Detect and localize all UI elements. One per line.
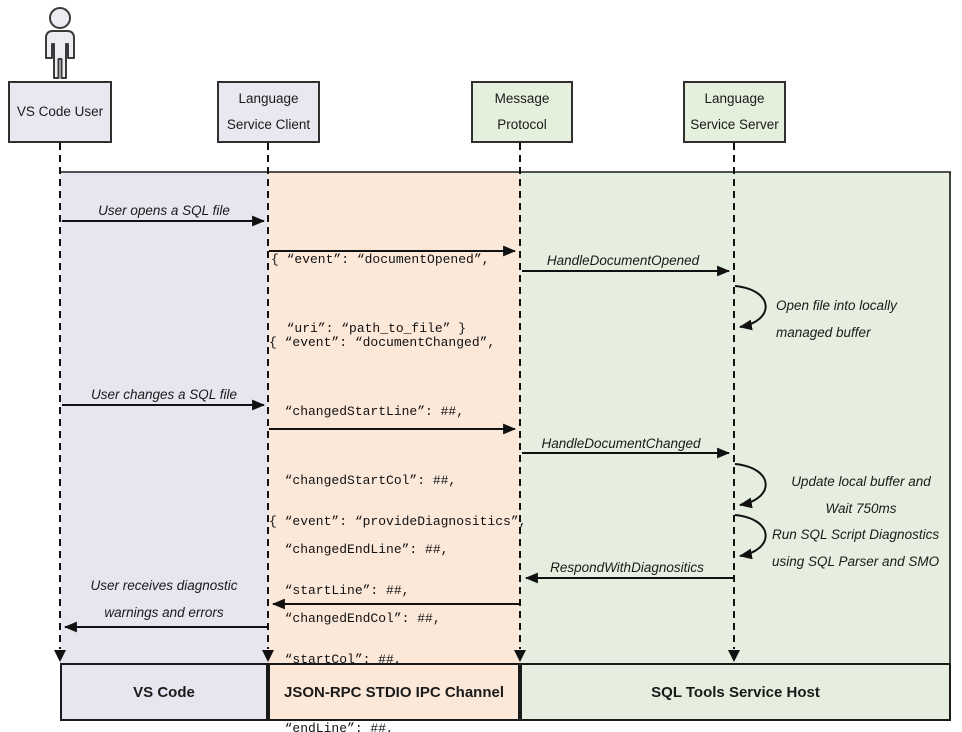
label-user-receives-line2: warnings and errors [104,605,224,620]
json-changed-line: “changedStartCol”: ##, [269,473,457,488]
json-diagnostics-line: “endLine”: ##, [269,721,394,732]
header-box-language-service-server: Language Service Server [683,81,786,143]
footer-host-label: SQL Tools Service Host [651,683,820,701]
label-open-file-buffer: Open file into locally managed buffer [776,292,897,346]
lifeline-end-arrow-server [728,650,740,662]
label-update-buffer-line1: Update local buffer and [791,474,931,489]
footer-box-service-host: SQL Tools Service Host [520,663,951,721]
self-loop-update-buffer-wait [734,463,767,509]
json-diagnostics-line: { “event”: “provideDiagnositics”, [269,514,527,529]
lane-service-host-background [520,172,951,663]
user-actor-icon [45,7,75,79]
protocol-label-line2: Protocol [497,117,547,132]
label-user-opens-sql-file: User opens a SQL file [98,203,230,218]
label-update-buffer-wait: Update local buffer and Wait 750ms [775,468,947,522]
footer-box-vscode: VS Code [60,663,268,721]
json-changed-line: { “event”: “documentChanged”, [269,335,496,350]
server-label-line2: Service Server [690,117,779,132]
header-box-language-service-client: Language Service Client [217,81,320,143]
footer-vscode-label: VS Code [133,683,195,701]
client-label-line1: Language [238,91,299,106]
server-label-line1: Language [704,91,765,106]
json-changed-line: “changedEndLine”: ##, [269,542,449,557]
label-handle-document-changed: HandleDocumentChanged [541,436,701,451]
label-run-diagnostics-line1: Run SQL Script Diagnostics [772,527,940,542]
json-changed-line: “changedEndCol”: ##, [269,611,441,626]
label-run-diagnostics-line2: using SQL Parser and SMO [772,554,940,569]
self-loop-open-file-buffer [734,285,767,331]
label-user-receives-diagnostics: User receives diagnostic warnings and er… [90,572,237,626]
header-box-vscode-user: VS Code User [8,81,112,143]
label-update-buffer-line2: Wait 750ms [825,501,897,516]
label-handle-document-opened: HandleDocumentOpened [546,253,700,268]
lifeline-end-arrow-user [54,650,66,662]
lane-vscode-background [60,172,268,663]
json-changed-line: “changedStartLine”: ##, [269,404,465,419]
label-open-file-buffer-line1: Open file into locally [776,298,897,313]
json-payload-document-opened: { “event”: “documentOpened”, “uri”: “pat… [271,202,489,386]
vscode-user-label: VS Code User [16,104,104,119]
self-loop-run-diagnostics [734,514,767,560]
label-respond-with-diagnostics: RespondWithDiagnositics [550,560,704,575]
label-user-changes-sql-file: User changes a SQL file [90,387,238,402]
protocol-label-line1: Message [494,91,550,106]
footer-ipc-label: JSON-RPC STDIO IPC Channel [283,683,505,701]
lane-ipc-channel-background [268,172,520,663]
header-box-message-protocol: Message Protocol [471,81,573,143]
footer-box-ipc-channel: JSON-RPC STDIO IPC Channel [268,663,520,721]
label-user-receives-line1: User receives diagnostic [90,578,238,593]
json-opened-line: { “event”: “documentOpened”, [271,252,490,267]
label-open-file-buffer-line2: managed buffer [776,325,871,340]
label-run-diagnostics: Run SQL Script Diagnostics using SQL Par… [772,521,939,575]
json-diagnostics-line: “startLine”: ##, [269,583,410,598]
client-label-line2: Service Client [226,117,311,132]
lifeline-end-arrow-client [262,650,274,662]
lifeline-end-arrow-protocol [514,650,526,662]
json-opened-line: “uri”: “path_to_file” } [271,321,467,336]
